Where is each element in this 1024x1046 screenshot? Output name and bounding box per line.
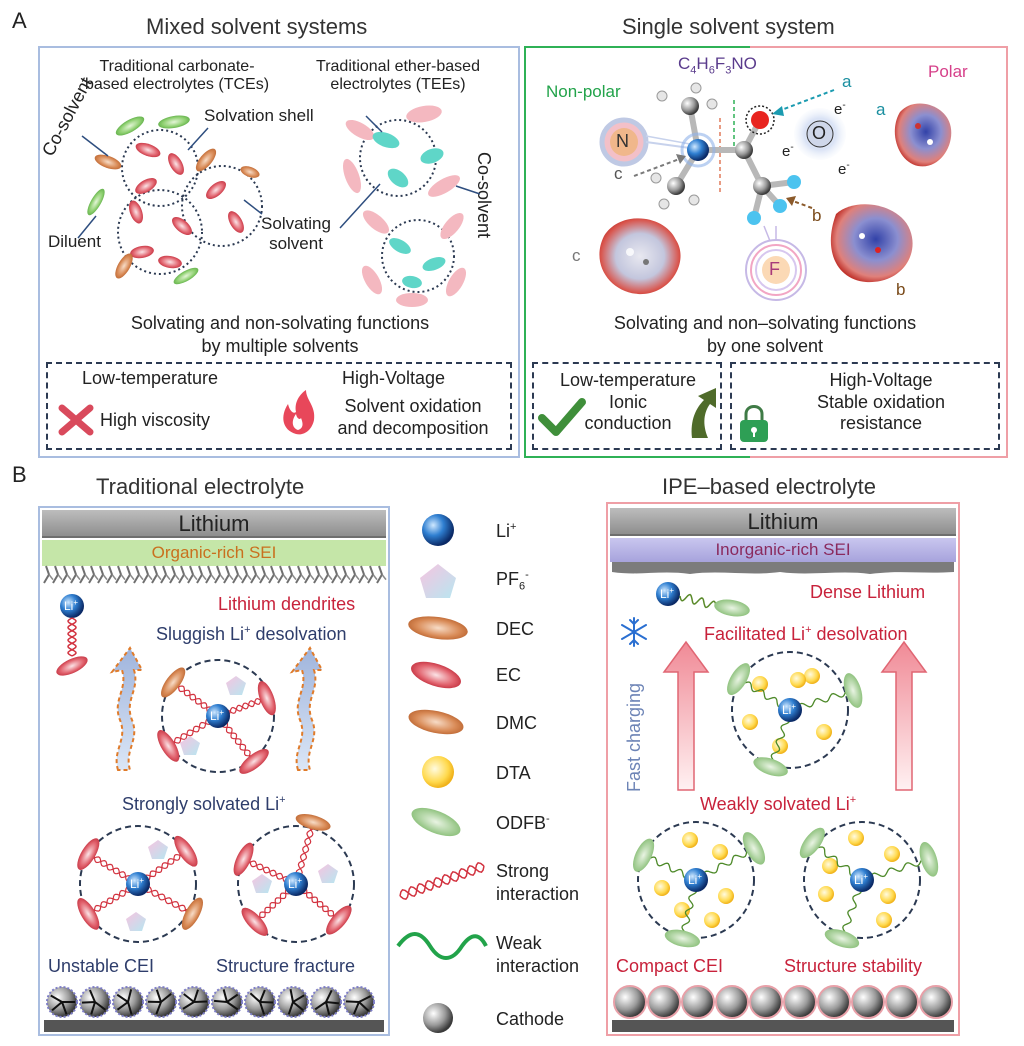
legend-item-2: DEC	[496, 619, 535, 639]
li-ion-label: Li+	[64, 598, 79, 613]
left-caption: Solvating and non-solvating functions by…	[130, 313, 430, 356]
single-solvent-box-green-edge	[524, 46, 750, 458]
tce-label: Traditional carbonate- based electrolyte…	[84, 58, 270, 94]
lock-icon	[740, 405, 768, 442]
mixed-solvent-box	[38, 46, 520, 458]
sluggish-desolvation: Sluggish Li+ desolvation	[156, 624, 347, 644]
left-high-voltage: High-Voltage	[342, 368, 446, 388]
fast-charging-arrow-left	[662, 640, 710, 791]
sluggish-arrow-left	[109, 646, 144, 771]
legend-item-8: Weak interaction	[496, 933, 580, 977]
traditional-title: Traditional electrolyte	[96, 474, 305, 499]
label-a-map: a	[876, 100, 886, 119]
li-ion-label: Li+	[130, 876, 145, 891]
right-low-temp: Low-temperature Ionic conduction	[559, 370, 697, 434]
legend-item-9: Cathode	[496, 1009, 565, 1029]
lithium-bar-right: Lithium	[610, 508, 956, 536]
legend-item-1: PF6-	[496, 569, 529, 593]
organic-sei-bar: Organic-rich SEI	[42, 540, 386, 566]
fast-charging-arrow-right	[880, 640, 928, 791]
legend-item-0: Li+	[496, 521, 517, 541]
diluent-label: Diluent	[48, 232, 101, 251]
weakly-solvated: Weakly solvated Li+	[700, 794, 857, 814]
electron-1: e-	[834, 100, 846, 118]
label-b-arrow: b	[812, 206, 822, 225]
li-ion-label: Li+	[210, 708, 225, 723]
atom-f: F	[769, 259, 780, 279]
up-arrow-icon	[691, 388, 716, 438]
right-high-voltage-box	[730, 362, 1000, 450]
cross-icon	[58, 404, 94, 436]
electron-3: e-	[838, 160, 850, 178]
mixed-solvent-title: Mixed solvent systems	[146, 14, 368, 39]
label-a-arrow: a	[842, 72, 852, 91]
label-c-arrow: c	[614, 164, 623, 183]
lithium-bar-left: Lithium	[42, 510, 386, 538]
single-solvent-title: Single solvent system	[622, 14, 835, 39]
li-ion-label: Li+	[782, 702, 797, 717]
atom-o: O	[812, 123, 827, 143]
legend-item-4: DMC	[496, 713, 537, 733]
li-ion-label: Li+	[288, 876, 303, 891]
flame-icon	[283, 390, 315, 435]
traditional-box	[38, 506, 390, 1036]
lithium-dendrites: Lithium dendrites	[218, 594, 356, 614]
tee-label: Traditional ether-based electrolytes (TE…	[316, 58, 480, 94]
ipe-title: IPE–based electrolyte	[662, 474, 877, 499]
right-caption: Solvating and non–solvating functions by…	[613, 313, 917, 356]
li-ion-label: Li+	[854, 872, 869, 887]
dense-lithium: Dense Lithium	[810, 582, 926, 602]
li-ion-label: Li+	[660, 586, 675, 601]
unstable-cei: Unstable CEI	[48, 956, 155, 976]
solvating-solvent-label: Solvating solvent	[261, 214, 331, 253]
high-viscosity: High viscosity	[100, 410, 211, 430]
snowflake-icon	[621, 617, 647, 647]
polar-label: Polar	[928, 62, 968, 81]
molecular-formula: C4H6F3NO	[678, 54, 757, 77]
right-low-temp-box	[532, 362, 722, 450]
atom-n: N	[616, 131, 629, 151]
left-issues-box	[46, 362, 512, 450]
legend-item-3: EC	[496, 665, 522, 685]
check-icon	[538, 398, 586, 436]
sluggish-arrow-right	[289, 646, 324, 771]
ipe-box	[606, 502, 960, 1036]
structure-stability: Structure stability	[784, 956, 923, 976]
solvent-oxidation: Solvent oxidation and decomposition	[337, 396, 489, 438]
label-b-map: b	[896, 280, 906, 299]
compact-cei: Compact CEI	[616, 956, 724, 976]
legend-item-6: ODFB-	[496, 813, 550, 833]
electron-2: e-	[782, 142, 794, 160]
fast-charging-label: Fast charging	[624, 682, 644, 792]
facilitated-desolvation: Facilitated Li+ desolvation	[704, 624, 908, 644]
legend-item-5: DTA	[496, 763, 531, 783]
non-polar-label: Non-polar	[546, 82, 621, 101]
left-low-temp: Low-temperature	[82, 368, 219, 388]
panel-b-letter: B	[12, 462, 27, 487]
label-c-map: c	[572, 246, 581, 265]
legend-item-7: Strong interaction	[496, 861, 580, 905]
li-ion-label: Li+	[688, 872, 703, 887]
strongly-solvated: Strongly solvated Li+	[122, 794, 286, 814]
structure-fracture: Structure fracture	[216, 956, 356, 976]
inorganic-sei-bar: Inorganic-rich SEI	[610, 538, 956, 562]
solvation-shell-label: Solvation shell	[204, 106, 314, 125]
panel-a-letter: A	[12, 8, 27, 33]
right-high-voltage: High-Voltage Stable oxidation resistance	[816, 370, 946, 434]
